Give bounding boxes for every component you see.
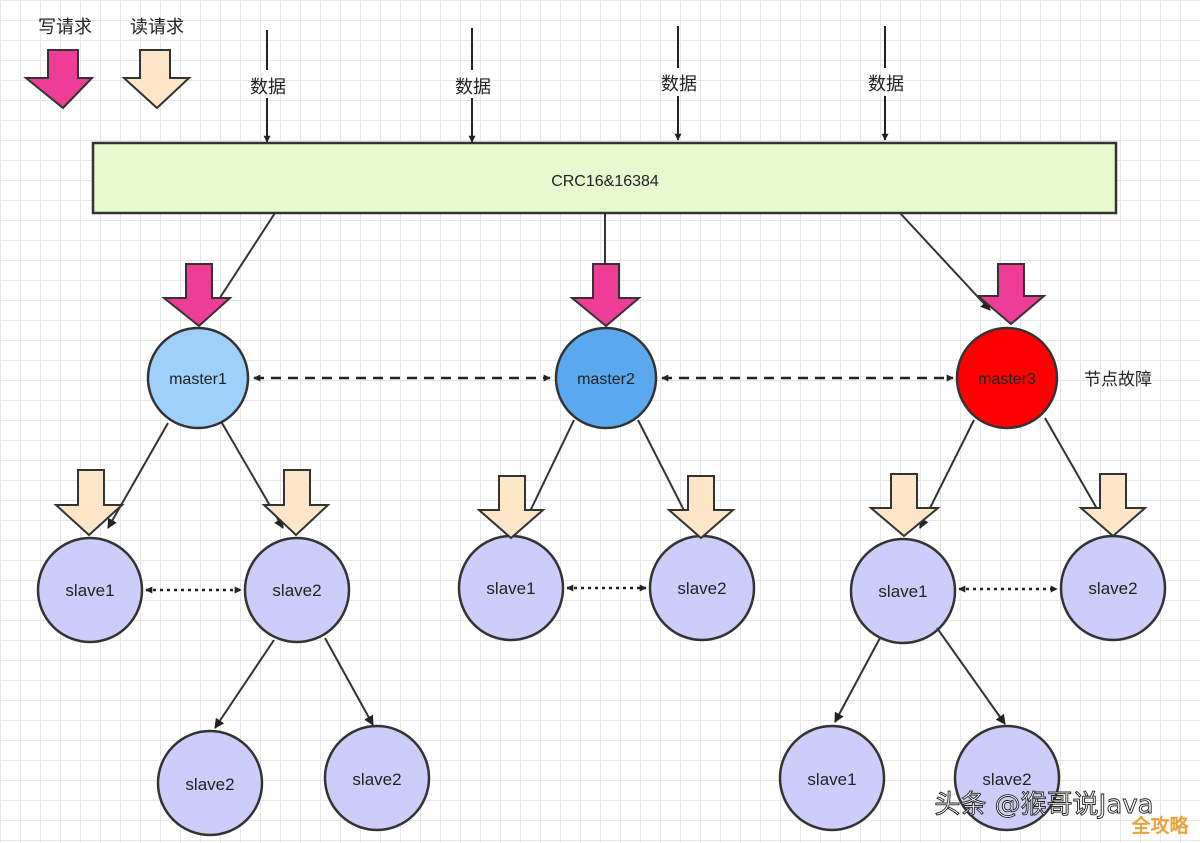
watermark-corner: 全攻略 bbox=[1130, 814, 1189, 837]
data-label-2: 数据 bbox=[455, 77, 491, 97]
hash-slot-bar bbox=[91, 141, 1118, 215]
read-arrow-slave2-icon bbox=[261, 469, 331, 537]
link-slave5-subslave-a bbox=[834, 637, 881, 723]
slave-label-1: slave1 bbox=[65, 581, 114, 600]
link-slave2-subslave-a bbox=[214, 639, 275, 729]
legend-write-label: 写请求 bbox=[38, 17, 92, 37]
route-line-master3 bbox=[899, 212, 991, 311]
sub-slave-label-2: slave2 bbox=[352, 770, 401, 789]
data-arrows: 数据 数据 数据 数据 bbox=[250, 26, 904, 143]
data-label-4: 数据 bbox=[868, 74, 904, 94]
write-arrow-master1-icon bbox=[161, 263, 233, 328]
read-arrow-slave4-icon bbox=[666, 475, 736, 540]
sub-slave-node-1 bbox=[156, 729, 264, 837]
slave-label-4: slave2 bbox=[677, 579, 726, 598]
sub-slave-label-1: slave2 bbox=[185, 775, 234, 794]
master3-node bbox=[955, 326, 1059, 430]
read-arrow-slave6-icon bbox=[1078, 473, 1148, 538]
slave-node-5 bbox=[849, 537, 957, 645]
sub-slave-label-3: slave1 bbox=[807, 770, 856, 789]
slave-label-5: slave1 bbox=[878, 582, 927, 601]
read-arrow-slave3-icon bbox=[476, 475, 546, 540]
watermark-text: 头条 @猴哥说Java bbox=[934, 790, 1153, 820]
read-arrow-slave1-icon bbox=[53, 469, 125, 537]
data-label-3: 数据 bbox=[661, 74, 697, 94]
route-line-master1 bbox=[211, 212, 276, 311]
master2-label: master2 bbox=[577, 371, 635, 388]
sub-slave-node-3 bbox=[778, 724, 886, 832]
slave-label-6: slave2 bbox=[1088, 579, 1137, 598]
legend-read-arrow-icon bbox=[121, 49, 192, 110]
failure-note: 节点故障 bbox=[1084, 370, 1152, 389]
master1-label: master1 bbox=[169, 371, 227, 388]
slave-node-2 bbox=[243, 536, 351, 644]
sub-slave-node-2 bbox=[323, 724, 431, 832]
hash-slot-label: CRC16&16384 bbox=[551, 173, 659, 190]
sub-slave-label-4: slave2 bbox=[982, 770, 1031, 789]
sub-slave-node-4 bbox=[953, 724, 1061, 832]
legend-read-label: 读请求 bbox=[130, 17, 184, 37]
link-master1-slave1 bbox=[107, 422, 169, 529]
write-arrow-master2-icon bbox=[569, 263, 642, 328]
master1-node bbox=[146, 326, 250, 430]
slave-label-2: slave2 bbox=[272, 581, 321, 600]
master3-label: master3 bbox=[978, 371, 1036, 388]
link-slave2-subslave-b bbox=[324, 637, 374, 726]
slave-node-1 bbox=[36, 536, 144, 644]
legend-write-arrow-icon bbox=[23, 49, 95, 110]
write-arrow-master3-icon bbox=[975, 263, 1047, 326]
read-arrow-slave5-icon bbox=[868, 473, 941, 538]
slave-label-3: slave1 bbox=[486, 579, 535, 598]
link-slave5-subslave-b bbox=[936, 627, 1006, 725]
data-label-1: 数据 bbox=[250, 77, 286, 97]
master2-node bbox=[554, 326, 658, 430]
